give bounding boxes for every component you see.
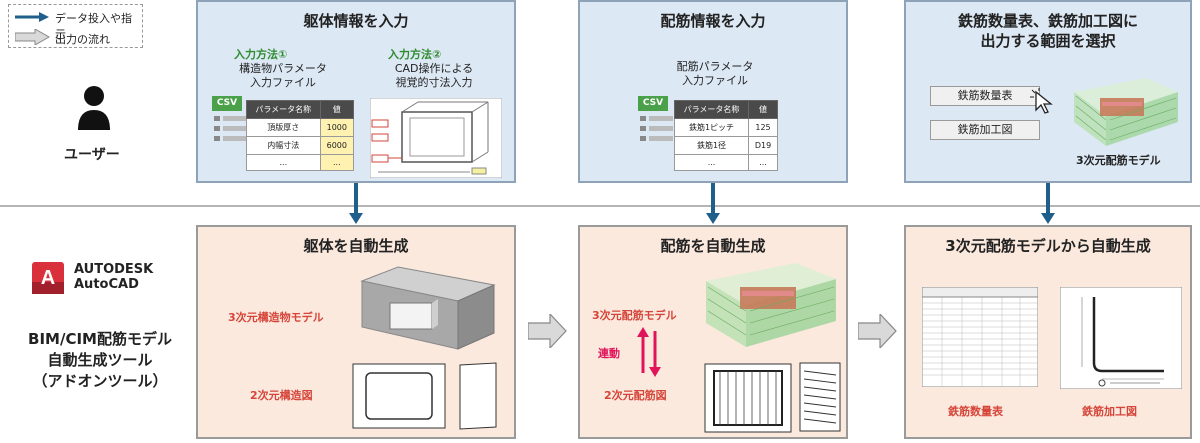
structure-2d-drawing-1: [352, 363, 446, 429]
table-cell: ...: [748, 154, 778, 171]
rebar-2d-label: 2次元配筋図: [604, 389, 667, 402]
table-row: 鉄筋1ピッチ 125: [673, 118, 778, 137]
panel-title: 躯体情報を入力: [303, 12, 409, 30]
gray-arrow-icon: [858, 314, 897, 348]
table-cell: ...: [673, 154, 750, 171]
rebar-processing-drawing: [1060, 287, 1182, 389]
rebar-desc2: 入力ファイル: [682, 74, 748, 87]
tool-line1: BIM/CIM配筋モデル: [28, 330, 172, 348]
table-row: ... ...: [246, 154, 355, 171]
panel-title: 3次元配筋モデルから自動生成: [945, 237, 1151, 255]
bidirectional-arrow-icon: [637, 327, 661, 377]
panel-body-output-gen: 3次元配筋モデルから自動生成 鉄筋数量表 鉄筋加工図: [904, 225, 1192, 439]
table-row: 鉄筋1径 D19: [673, 136, 778, 155]
table-row: ... ...: [673, 154, 778, 171]
panel-title-line2: 出力する範囲を選択: [980, 32, 1116, 50]
table-cell: 内幅寸法: [246, 136, 321, 155]
autodesk-label: AUTODESK: [74, 262, 154, 277]
method1-label: 入力方法①: [234, 48, 288, 61]
method1-desc2: 入力ファイル: [250, 76, 316, 89]
panel-title-line1: 鉄筋数量表、鉄筋加工図に: [957, 12, 1138, 30]
svg-text:A: A: [41, 267, 55, 289]
arrow-down-2: [706, 183, 720, 224]
panel-body-rebar-gen: 配筋を自動生成 3次元配筋モデル 連動 2次元配筋図: [578, 225, 848, 439]
rebar-3d-model: [706, 263, 836, 347]
table-cell: 125: [748, 118, 778, 137]
structure-3d-label: 3次元構造物モデル: [228, 311, 324, 324]
method1-desc1: 構造物パラメータ: [239, 62, 327, 75]
table-header: 値: [748, 100, 778, 119]
panel-body-range-select: 鉄筋数量表、鉄筋加工図に 出力する範囲を選択 鉄筋数量表 鉄筋加工図 3次元配筋…: [904, 0, 1192, 183]
table-row: 頂版厚さ 1000: [246, 118, 355, 137]
table-row: 内幅寸法 6000: [246, 136, 355, 155]
arrow-down-1: [349, 183, 363, 224]
parameter-table: パラメータ名称 値 鉄筋1ピッチ 125 鉄筋1径 D19 ... ...: [673, 100, 778, 171]
rebar-quantity-caption: 鉄筋数量表: [948, 405, 1003, 418]
panel-title: 躯体を自動生成: [303, 237, 409, 255]
table-cell: 頂版厚さ: [246, 118, 321, 137]
panel-body-input: 躯体情報を入力 入力方法① 構造物パラメータ 入力ファイル 入力方法② CAD操…: [196, 0, 516, 183]
method2-desc2: 視覚的寸法入力: [395, 76, 473, 89]
method2-label: 入力方法②: [388, 48, 442, 61]
table-header: 値: [319, 100, 355, 119]
gray-arrow-icon: [528, 314, 567, 348]
tool-line2: 自動生成ツール: [47, 351, 153, 369]
rebar-model-thumb: [1074, 78, 1178, 146]
table-cell: D19: [748, 136, 778, 155]
table-cell: 鉄筋1径: [673, 136, 750, 155]
divider-line: [0, 205, 1200, 207]
rebar-3d-label: 3次元配筋モデル: [592, 309, 677, 322]
rebar-2d-drawing-2: [799, 362, 841, 432]
rebar-model-caption: 3次元配筋モデル: [1076, 154, 1161, 167]
rebar-processing-button[interactable]: 鉄筋加工図: [930, 120, 1040, 140]
structure-3d-model: [360, 266, 496, 350]
tool-line3: （アドオンツール）: [32, 372, 168, 390]
table-header: パラメータ名称: [246, 100, 321, 119]
link-label: 連動: [598, 347, 620, 360]
method2-desc1: CAD操作による: [394, 62, 474, 75]
legend-item-input: データ投入や指示: [55, 12, 132, 41]
blue-arrow-icon: [15, 12, 49, 22]
rebar-quantity-button[interactable]: 鉄筋数量表: [930, 86, 1040, 106]
autocad-logo-icon: A: [32, 262, 64, 294]
rebar-processing-caption: 鉄筋加工図: [1082, 405, 1137, 418]
table-cell: ...: [246, 154, 321, 171]
legend-item-output: 出力の流れ: [55, 33, 110, 46]
user-icon: [78, 86, 110, 130]
parameter-table: パラメータ名称 値 頂版厚さ 1000 内幅寸法 6000 ... ...: [246, 100, 355, 171]
mouse-cursor-icon: [1030, 88, 1053, 114]
file-lines-icon: [640, 116, 673, 141]
panel-body-structure-gen: 躯体を自動生成 3次元構造物モデル 2次元構造図: [196, 225, 516, 439]
rebar-2d-drawing-1: [704, 363, 792, 433]
arrow-down-3: [1041, 183, 1055, 224]
panel-body-rebar-input: 配筋情報を入力 配筋パラメータ 入力ファイル CSV パラメータ名称 値 鉄筋1…: [578, 0, 848, 183]
table-cell: 6000: [319, 136, 355, 155]
legend: データ投入や指示 出力の流れ: [8, 4, 143, 48]
table-cell: 1000: [319, 118, 355, 137]
panel-title: 配筋を自動生成: [660, 237, 766, 255]
csv-badge: CSV: [212, 96, 242, 111]
rebar-desc1: 配筋パラメータ: [676, 60, 754, 73]
file-lines-icon: [214, 116, 247, 141]
user-label: ユーザー: [64, 147, 120, 163]
structure-2d-drawing-2: [459, 362, 497, 430]
rebar-quantity-sheet: [922, 287, 1038, 387]
cad-sketch: [370, 98, 502, 178]
table-header: パラメータ名称: [673, 100, 750, 119]
structure-2d-label: 2次元構造図: [250, 389, 313, 402]
table-cell: ...: [319, 154, 355, 171]
csv-badge: CSV: [638, 96, 668, 111]
gray-arrow-icon: [15, 29, 51, 45]
panel-title: 配筋情報を入力: [660, 12, 766, 30]
table-cell: 鉄筋1ピッチ: [673, 118, 750, 137]
autocad-label: AutoCAD: [74, 277, 139, 292]
